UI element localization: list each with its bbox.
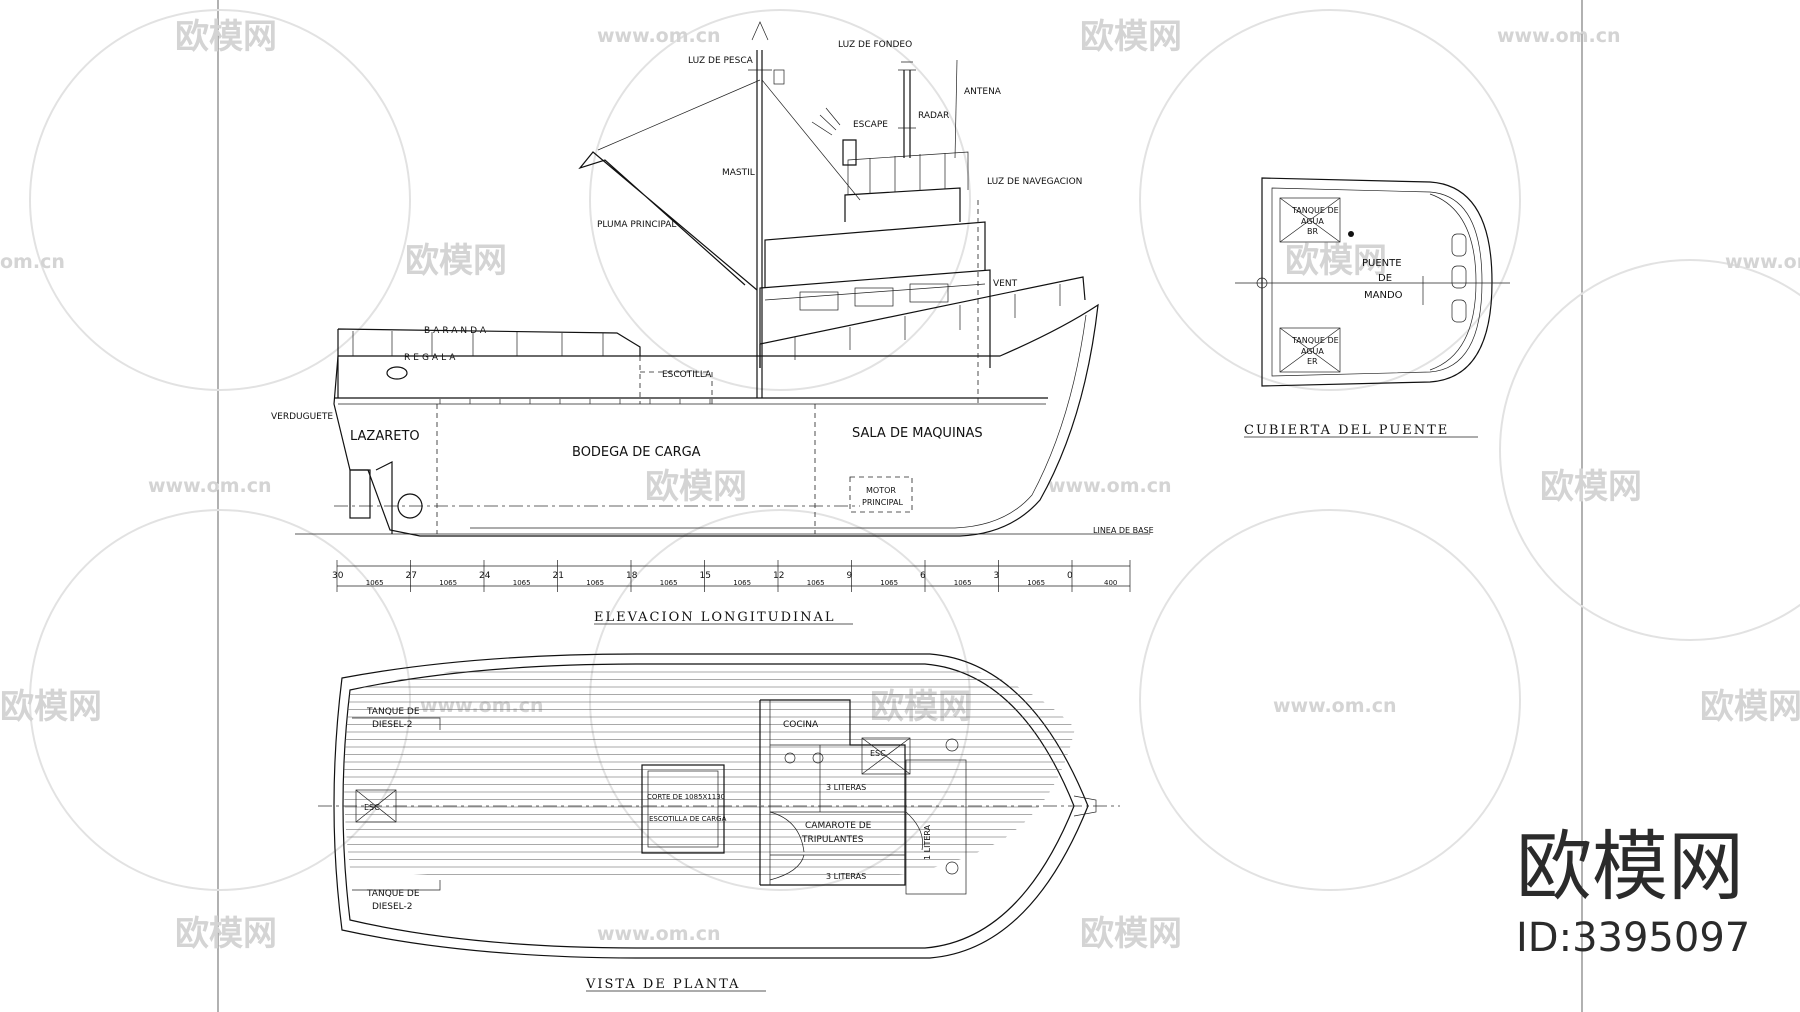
plan-camarote-2: TRIPULANTES — [801, 835, 864, 845]
frame-number: 24 — [479, 571, 491, 581]
watermark-brand: 欧模网 — [175, 17, 277, 57]
bridge-mando: MANDO — [1364, 290, 1403, 301]
label-lazareto: LAZARETO — [350, 429, 420, 444]
watermark-url: www.om.cn — [597, 25, 721, 47]
bridge-puente: PUENTE — [1362, 258, 1402, 269]
plan-camarote-1: CAMAROTE DE — [805, 821, 872, 831]
frame-spacing-value: 1065 — [366, 579, 384, 587]
elevation-title: ELEVACION LONGITUDINAL — [594, 610, 836, 625]
label-escotilla: ESCOTILLA — [662, 370, 712, 380]
label-mastil: MASTIL — [722, 168, 755, 178]
frame-spacing-value: 1065 — [660, 579, 678, 587]
watermark-brand: 欧模网 — [0, 687, 102, 727]
label-sala-de-maquinas: SALA DE MAQUINAS — [852, 426, 983, 441]
label-linea-de-base: LINEA DE BASE — [1093, 526, 1154, 535]
watermark-brand: 欧模网 — [1080, 914, 1182, 954]
label-pluma-principal: PLUMA PRINCIPAL — [597, 220, 676, 230]
watermark-brand: 欧模网 — [645, 467, 747, 507]
watermark-url: www.om.cn — [1273, 695, 1397, 717]
plan-literas-top: 3 LITERAS — [826, 783, 866, 792]
brand-stamp: 欧模网 ID:3395097 — [1516, 822, 1750, 961]
plan-diesel-1b: DIESEL-2 — [372, 720, 413, 730]
label-luz-de-pesca: LUZ DE PESCA — [688, 56, 754, 66]
plan-hatch-1: CORTE DE 1085X1130 — [647, 793, 725, 801]
watermark-brand: 欧模网 — [1285, 241, 1387, 281]
plan-view: TANQUE DE DIESEL-2 TANQUE DE DIESEL-2 ES… — [318, 653, 1120, 992]
watermark-url: www.om.cn — [1048, 475, 1172, 497]
bridge-tank-br-3: BR — [1307, 227, 1318, 236]
watermark-brand: 欧模网 — [1700, 687, 1800, 727]
watermark-brand: 欧模网 — [870, 687, 972, 727]
label-principal: PRINCIPAL — [862, 498, 903, 507]
watermark-url: www.om.cn — [148, 475, 272, 497]
bridge-tank-er-2: AGUA — [1301, 347, 1324, 356]
frame-spacing-value: 1065 — [439, 579, 457, 587]
frame-number: 3 — [994, 571, 1000, 581]
plan-cocina: COCINA — [783, 720, 819, 730]
elevation-view: LUZ DE PESCA LUZ DE FONDEO ANTENA RADAR … — [271, 21, 1154, 625]
frame-spacing-value: 1065 — [807, 579, 825, 587]
plan-literas-bottom: 3 LITERAS — [826, 872, 866, 881]
frame-number: 18 — [626, 571, 638, 581]
frame-number: 12 — [773, 571, 784, 581]
bridge-tank-br-1: TANQUE DE — [1291, 206, 1339, 215]
label-escape: ESCAPE — [853, 120, 888, 130]
label-radar: RADAR — [918, 111, 949, 121]
plan-litera-vertical: 1 LITERA — [923, 824, 932, 860]
frame-spacing-value: 1065 — [513, 579, 531, 587]
watermark-url: om.cn — [0, 251, 65, 273]
bridge-tank-er-3: ER — [1307, 357, 1318, 366]
watermark-brand: 欧模网 — [405, 241, 507, 281]
label-antena: ANTENA — [964, 87, 1002, 97]
watermark-layer: 欧模网 欧模网 欧模网 欧模网 欧模网 欧模网 欧模网 欧模网 欧模网 欧模网 … — [0, 9, 1800, 954]
label-bodega-de-carga: BODEGA DE CARGA — [572, 445, 701, 460]
plan-diesel-1a: TANQUE DE — [366, 707, 420, 717]
watermark-id: ID:3395097 — [1516, 915, 1750, 961]
hull-outline — [333, 303, 1099, 537]
plan-esc-fwd: ESC — [870, 749, 886, 758]
plan-hatch-2: ESCOTILLA DE CARGA — [649, 815, 727, 823]
plan-diesel-2a: TANQUE DE — [366, 889, 420, 899]
watermark-url: www.om.cn — [597, 923, 721, 945]
bridge-tank-br-2: AGUA — [1301, 217, 1324, 226]
frame-number: 0 — [1067, 571, 1073, 581]
frame-spacing-value: 1065 — [1027, 579, 1045, 587]
watermark-brand: 欧模网 — [1540, 467, 1642, 507]
bridge-deck-view: TANQUE DE AGUA BR TANQUE DE AGUA ER PUEN… — [1235, 177, 1510, 438]
frame-number: 21 — [553, 571, 564, 581]
frame-spacing-value: 1065 — [954, 579, 972, 587]
label-motor: MOTOR — [866, 486, 896, 495]
watermark-url: www.om.cn — [420, 695, 544, 717]
label-luz-de-navegacion: LUZ DE NAVEGACION — [987, 177, 1082, 187]
bridge-title: CUBIERTA DEL PUENTE — [1244, 423, 1449, 438]
frame-spacing-value: 1065 — [733, 579, 751, 587]
label-verduguete: VERDUGUETE — [271, 412, 333, 422]
plan-title: VISTA DE PLANTA — [585, 977, 740, 992]
watermark-url: www.om.cn — [1497, 25, 1621, 47]
plan-diesel-2b: DIESEL-2 — [372, 902, 413, 912]
frame-spacing-value: 1065 — [586, 579, 604, 587]
label-regala: REGALA — [404, 353, 458, 363]
frame-number: 6 — [920, 571, 926, 581]
watermark-brand-large: 欧模网 — [1516, 822, 1744, 911]
label-luz-de-fondeo: LUZ DE FONDEO — [838, 40, 912, 50]
label-vent: VENT — [993, 279, 1018, 289]
frame-number: 27 — [406, 571, 417, 581]
sheet-border — [217, 0, 1583, 1012]
watermark-brand: 欧模网 — [1080, 17, 1182, 57]
watermark-brand: 欧模网 — [175, 914, 277, 954]
bridge-de: DE — [1378, 273, 1392, 284]
frame-number: 30 — [332, 571, 344, 581]
bridge-tank-er-1: TANQUE DE — [1291, 336, 1339, 345]
scale-end-value: 400 — [1104, 579, 1117, 587]
frame-number: 15 — [700, 571, 711, 581]
watermark-url: www.om.cn — [1725, 251, 1800, 273]
frame-spacing-value: 1065 — [880, 579, 898, 587]
plan-hull-outer — [333, 653, 1089, 959]
frame-number: 9 — [847, 571, 853, 581]
plan-esc-stern: ESC — [364, 803, 380, 812]
label-baranda: BARANDA — [424, 326, 489, 336]
